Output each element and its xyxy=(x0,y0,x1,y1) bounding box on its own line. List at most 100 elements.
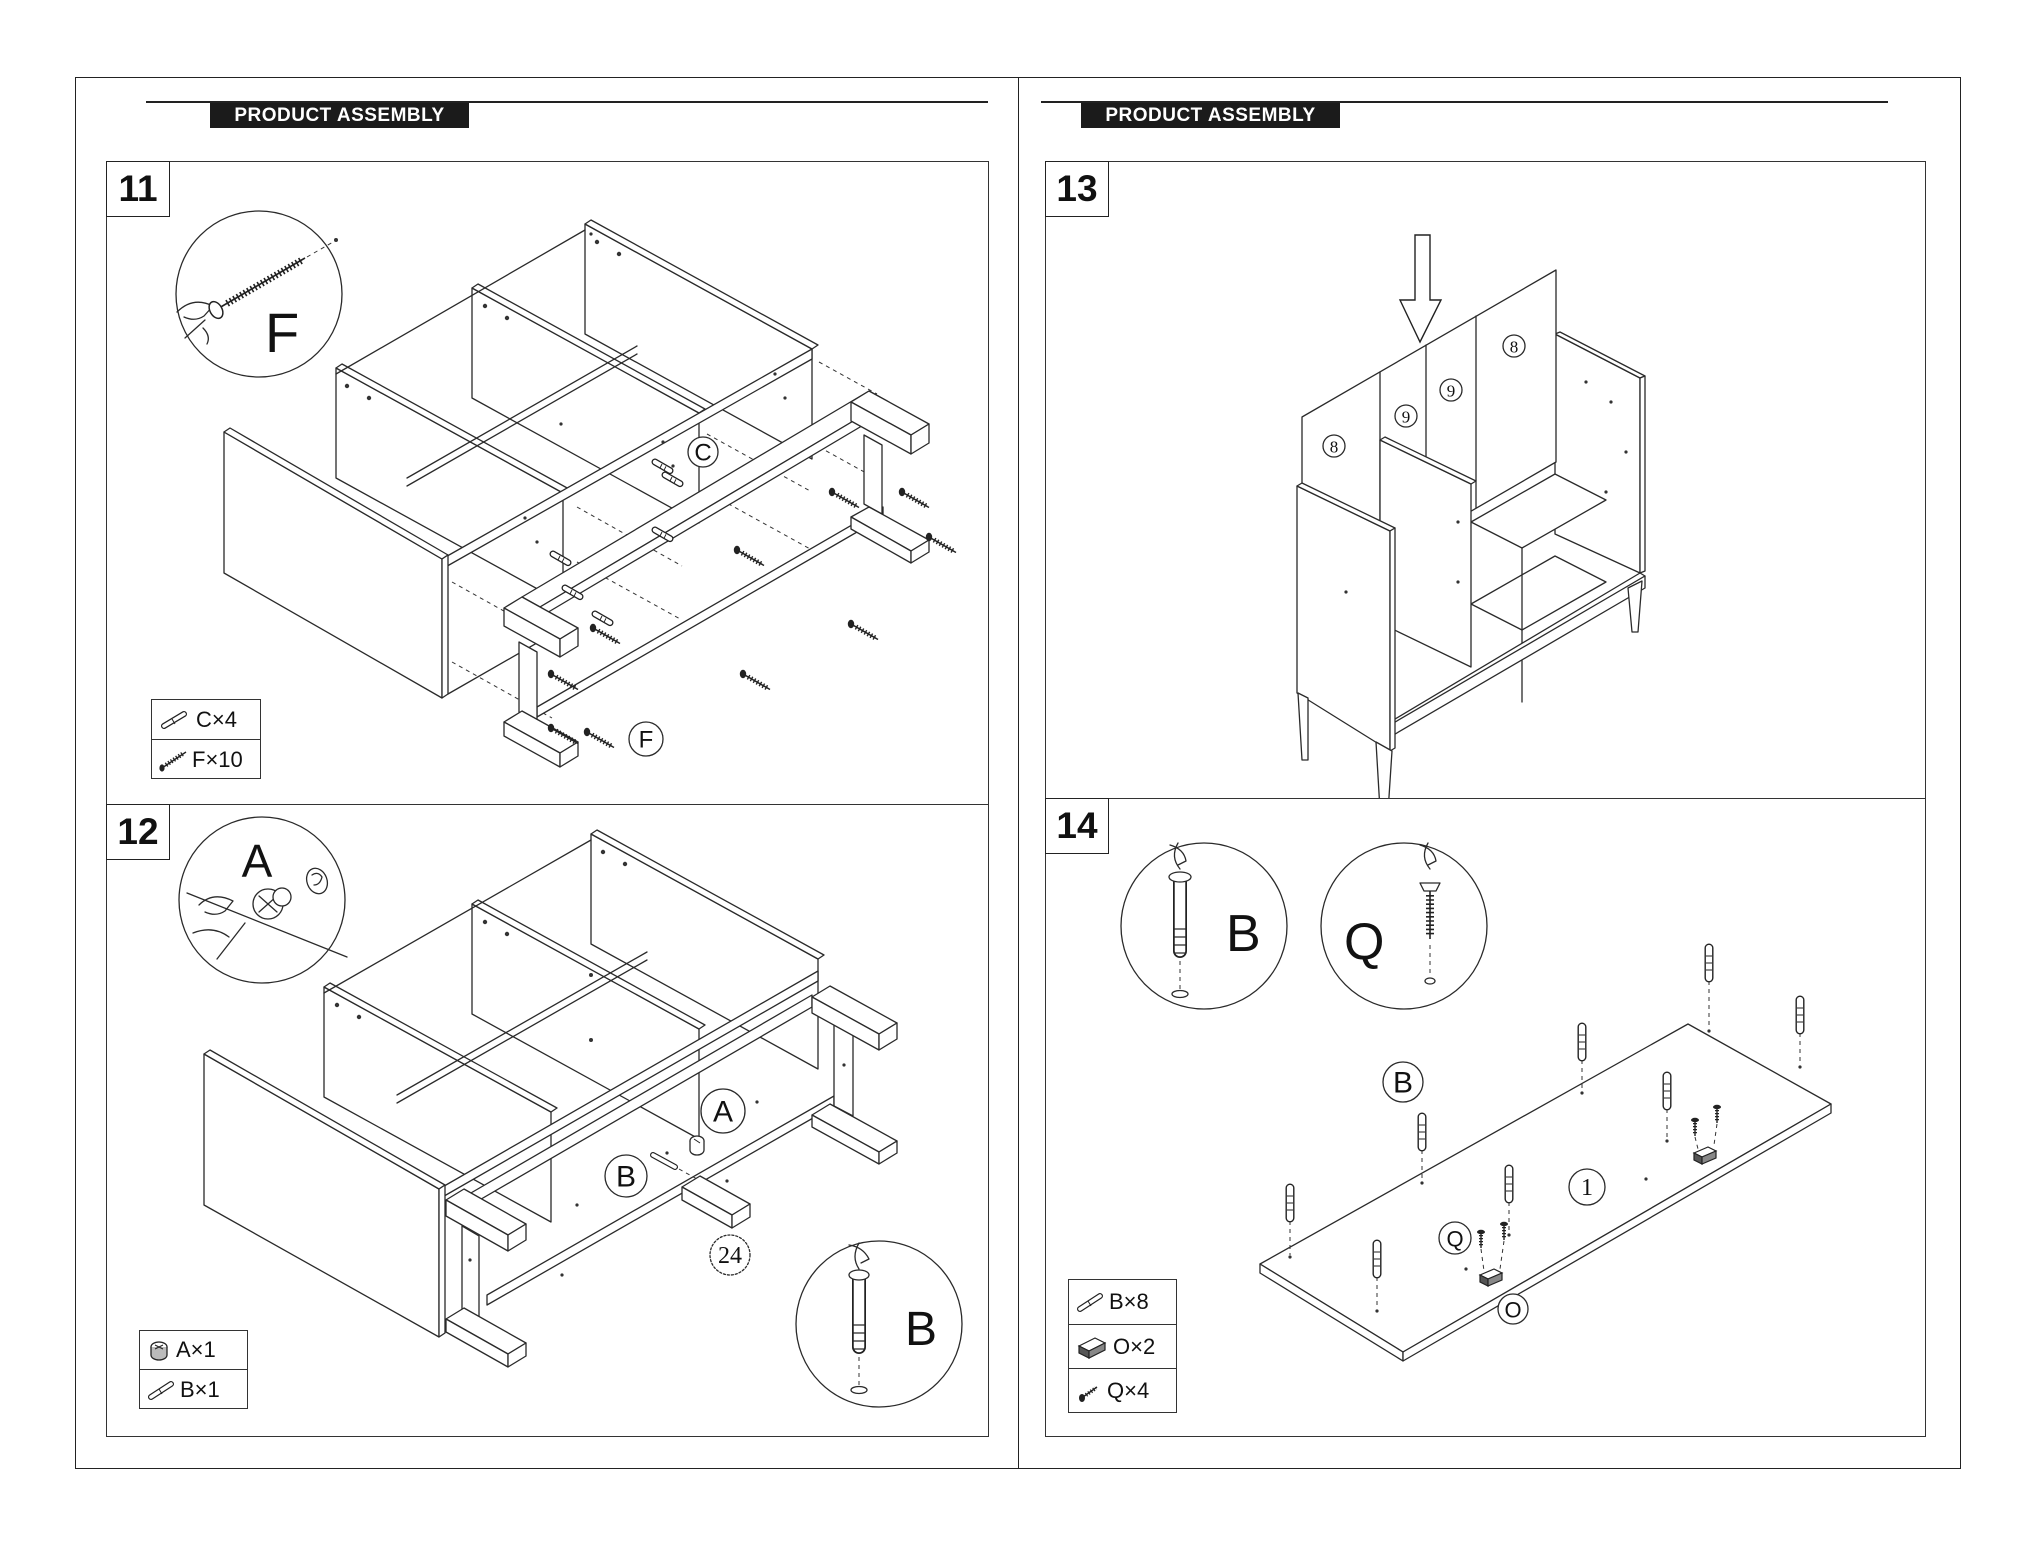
top-panel-side xyxy=(442,555,448,698)
svg-text:8: 8 xyxy=(1330,438,1339,457)
svg-text:B: B xyxy=(616,1161,636,1194)
parts-key: C×4 F×10 xyxy=(151,699,261,779)
dowel xyxy=(1374,1244,1380,1274)
dowel-icon xyxy=(146,1378,176,1402)
detail-circle-b: B xyxy=(796,1241,962,1407)
svg-text:F: F xyxy=(639,727,654,754)
detail-label-b: B xyxy=(905,1303,937,1356)
screw xyxy=(848,620,878,640)
screw xyxy=(548,670,578,690)
parts-key-label: A×1 xyxy=(176,1337,216,1363)
leg xyxy=(1298,693,1308,760)
leg-left xyxy=(504,597,578,767)
step-13-drawing: 8 9 9 8 xyxy=(1046,162,1927,800)
dowel xyxy=(1706,948,1712,978)
cam-lock-icon xyxy=(146,1337,172,1363)
callout-a: A xyxy=(701,1089,745,1133)
parts-key-row: O×2 xyxy=(1069,1325,1176,1369)
svg-text:9: 9 xyxy=(1402,408,1411,427)
dowel xyxy=(1579,1027,1585,1057)
detail-circle-a: A xyxy=(179,817,347,983)
step-number: 11 xyxy=(106,161,170,217)
dowel-icon xyxy=(1075,1290,1105,1314)
section-header-right: PRODUCT ASSEMBLY xyxy=(1081,103,1340,128)
parts-key-row: B×8 xyxy=(1069,1280,1176,1325)
dowel xyxy=(1506,1169,1512,1199)
parts-key-row: B×1 xyxy=(140,1370,247,1409)
down-arrow-icon xyxy=(1400,235,1441,342)
cam-lock-fitting xyxy=(690,1136,704,1155)
step-number: 14 xyxy=(1045,798,1109,854)
screw xyxy=(829,488,859,508)
step-number: 13 xyxy=(1045,161,1109,217)
detail-label-b: B xyxy=(1226,905,1261,963)
screw xyxy=(740,670,770,690)
parts-key-label: Q×4 xyxy=(1107,1378,1149,1404)
detail-label-a: A xyxy=(242,835,273,887)
screw xyxy=(926,533,956,553)
step-14-drawing: B Q xyxy=(1046,799,1927,1438)
svg-text:A: A xyxy=(713,1096,733,1129)
callout-b: B xyxy=(605,1155,647,1197)
callout-part-24: 24 xyxy=(710,1235,750,1275)
parts-key-row: C×4 xyxy=(152,700,260,740)
detail-circle-q: Q xyxy=(1321,843,1487,1009)
leg xyxy=(1376,742,1392,800)
screw-icon xyxy=(158,748,188,772)
parts-key: A×1 B×1 xyxy=(139,1330,248,1409)
callout-f: F xyxy=(629,722,663,756)
parts-key-label: B×8 xyxy=(1109,1289,1149,1315)
board-1 xyxy=(1260,1024,1831,1361)
step-number: 12 xyxy=(106,804,170,860)
leg-left xyxy=(446,1189,526,1367)
callout-o: O xyxy=(1498,1294,1528,1324)
cam-bolt-icon xyxy=(158,708,192,732)
svg-text:8: 8 xyxy=(1510,338,1519,357)
svg-text:Q: Q xyxy=(1446,1227,1463,1252)
parts-key-label: O×2 xyxy=(1113,1334,1155,1360)
callout-c: C xyxy=(688,437,718,467)
dowel xyxy=(1664,1076,1670,1106)
section-header-left: PRODUCT ASSEMBLY xyxy=(210,103,469,128)
screw xyxy=(899,488,929,508)
screw xyxy=(590,624,620,644)
step-12-panel: A xyxy=(106,804,989,1437)
detail-circle-b: B xyxy=(1121,843,1287,1009)
screw xyxy=(584,728,614,748)
leg-right xyxy=(812,986,897,1164)
magnet-catch-icon xyxy=(1075,1334,1109,1360)
svg-text:C: C xyxy=(694,440,711,467)
step-11-panel: F xyxy=(106,161,989,805)
leg-right xyxy=(851,391,929,563)
parts-key-row: Q×4 xyxy=(1069,1369,1176,1413)
dowel-fitting xyxy=(653,1155,697,1179)
callout-q: Q xyxy=(1439,1222,1471,1254)
step-13-panel: 8 9 9 8 13 xyxy=(1045,161,1926,799)
detail-label-f: F xyxy=(265,301,299,364)
center-support xyxy=(682,1176,750,1228)
detail-label-q: Q xyxy=(1344,913,1384,971)
cabinet-upright xyxy=(1297,270,1645,800)
page-divider xyxy=(1018,77,1019,1469)
side-panel-left xyxy=(1297,486,1390,751)
bottom-rail xyxy=(537,507,883,717)
parts-key-label: F×10 xyxy=(192,747,243,773)
parts-key-row: F×10 xyxy=(152,740,260,779)
callout-b: B xyxy=(1383,1062,1423,1102)
svg-text:1: 1 xyxy=(1581,1175,1593,1201)
dowel xyxy=(1287,1188,1293,1218)
dowel xyxy=(1419,1117,1425,1147)
parts-key-row: A×1 xyxy=(140,1331,247,1370)
parts-key-label: B×1 xyxy=(180,1377,220,1403)
svg-text:O: O xyxy=(1504,1298,1521,1323)
screw xyxy=(734,546,764,566)
parts-key-label: C×4 xyxy=(196,707,237,733)
svg-text:9: 9 xyxy=(1447,382,1456,401)
leg xyxy=(1628,581,1642,632)
svg-text:24: 24 xyxy=(718,1243,742,1269)
dowel xyxy=(1797,1000,1803,1030)
parts-key: B×8 O×2 Q×4 xyxy=(1068,1279,1177,1413)
svg-text:B: B xyxy=(1393,1067,1413,1100)
step-14-panel: B Q xyxy=(1045,798,1926,1437)
